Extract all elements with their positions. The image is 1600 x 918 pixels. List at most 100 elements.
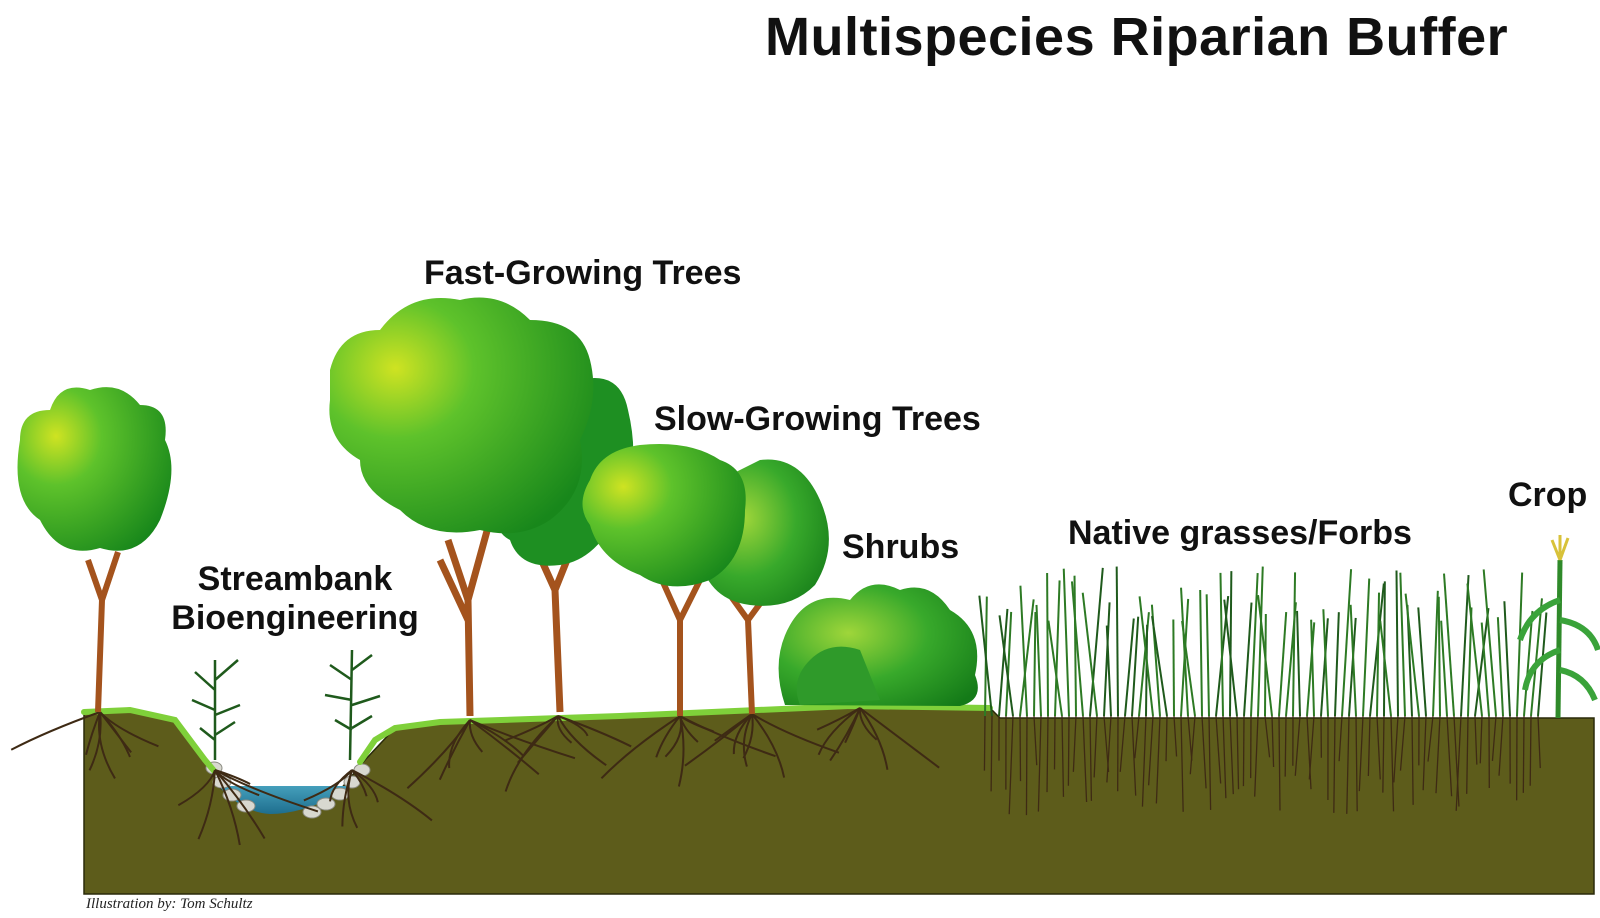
grass-root: [1367, 715, 1371, 777]
grass-root: [1061, 715, 1065, 797]
grass-root: [1072, 715, 1077, 772]
root-branch: [557, 715, 607, 767]
root-branch: [468, 719, 484, 753]
grass-root: [1089, 715, 1093, 801]
grass-root: [1180, 715, 1184, 812]
grass-blade: [1180, 587, 1189, 717]
grass-blade: [1219, 572, 1224, 717]
grass-root: [1082, 715, 1088, 803]
grass-blade: [1131, 616, 1140, 717]
root-branch: [351, 769, 433, 822]
grass-blade: [1341, 569, 1353, 717]
slow-growing-trees: [582, 444, 829, 716]
grass-root: [1393, 715, 1399, 783]
turf-strip: [81, 702, 993, 775]
root-branch: [664, 715, 683, 758]
grass-root: [1008, 715, 1014, 815]
grass-root: [1399, 715, 1406, 771]
root-branch: [655, 715, 681, 758]
grass-blade: [1250, 573, 1259, 717]
grass-root: [1093, 715, 1098, 778]
grass-blade: [1334, 612, 1340, 717]
grass-blade: [1310, 619, 1315, 717]
root-branch: [679, 715, 714, 733]
grass-blade: [1035, 604, 1042, 717]
root-branch: [10, 711, 101, 751]
root-branch: [517, 715, 559, 764]
root-branch: [732, 713, 753, 755]
grass-root: [1382, 715, 1385, 793]
grass-blade: [1033, 612, 1037, 717]
grass-blade: [1073, 575, 1077, 717]
grass-root: [1446, 715, 1453, 797]
root-branch: [859, 707, 889, 770]
grass-blade: [1440, 620, 1448, 717]
grass-root: [1215, 715, 1222, 784]
root-branch: [197, 769, 216, 840]
root-branch: [751, 713, 786, 778]
root-branch: [469, 719, 540, 776]
grass-blade: [1306, 622, 1316, 717]
label-native-grasses-forbs: Native grasses/Forbs: [1068, 514, 1412, 552]
grass-blade: [1115, 566, 1119, 717]
grass-blade: [1322, 609, 1329, 717]
grass-blade: [1205, 594, 1210, 717]
grass-blade: [1348, 617, 1357, 717]
grass-blade: [1404, 593, 1420, 717]
grass-root: [1189, 715, 1196, 775]
grass-blade: [1383, 581, 1386, 717]
grass-root: [1264, 715, 1271, 758]
grass-blade: [1278, 611, 1288, 717]
grass-blade: [1105, 625, 1112, 717]
grass-root: [1358, 715, 1364, 792]
grass-blade: [998, 615, 1014, 717]
root-branch: [503, 715, 559, 742]
grass-blade: [1379, 620, 1392, 717]
root-branch: [98, 711, 116, 779]
grass-blade: [998, 608, 1009, 717]
grass-root: [1346, 715, 1350, 814]
grass-root: [1453, 715, 1460, 807]
root-branch: [469, 719, 576, 760]
grass-blade: [1460, 575, 1470, 717]
grass-root: [990, 715, 993, 792]
illustration-credit: Illustration by: Tom Schultz: [86, 896, 253, 912]
root-branch: [817, 707, 861, 756]
grass-blade: [1537, 612, 1548, 717]
grass-root: [1333, 715, 1336, 813]
grass-root: [1067, 715, 1070, 786]
grass-root: [1134, 715, 1140, 759]
grass-blade: [1482, 569, 1497, 717]
crop-corn: [1517, 535, 1600, 719]
label-streambank-line1: Streambank: [197, 560, 393, 598]
grass-root: [1355, 715, 1358, 812]
grass-root: [1422, 715, 1427, 791]
grass-blade: [1229, 571, 1233, 717]
grass-blade: [1257, 566, 1264, 717]
grass-root: [1033, 715, 1038, 766]
root-branch: [844, 707, 861, 744]
grass-blade: [1047, 620, 1063, 717]
root-branch: [751, 713, 840, 754]
grass-root: [1294, 715, 1301, 776]
grass-blade: [1145, 624, 1149, 717]
grass-blade: [1070, 581, 1084, 717]
grass-blade: [1124, 618, 1135, 717]
grass-root: [1427, 715, 1434, 762]
grass-blade: [1496, 617, 1504, 717]
root-branch: [742, 713, 753, 767]
grass-blade: [1019, 599, 1035, 717]
grass-root: [1201, 715, 1207, 789]
grass-root: [1491, 715, 1497, 761]
grass-blade: [1417, 607, 1427, 717]
root-branch: [341, 769, 353, 827]
grass-blade: [1138, 612, 1150, 717]
grass-blade: [1062, 568, 1070, 717]
root-branch: [214, 769, 266, 840]
grass-root: [1131, 715, 1137, 796]
root-branch: [329, 769, 353, 802]
grass-blade: [1503, 601, 1511, 717]
grass-blade: [1362, 578, 1371, 717]
grass-root: [1455, 715, 1462, 811]
